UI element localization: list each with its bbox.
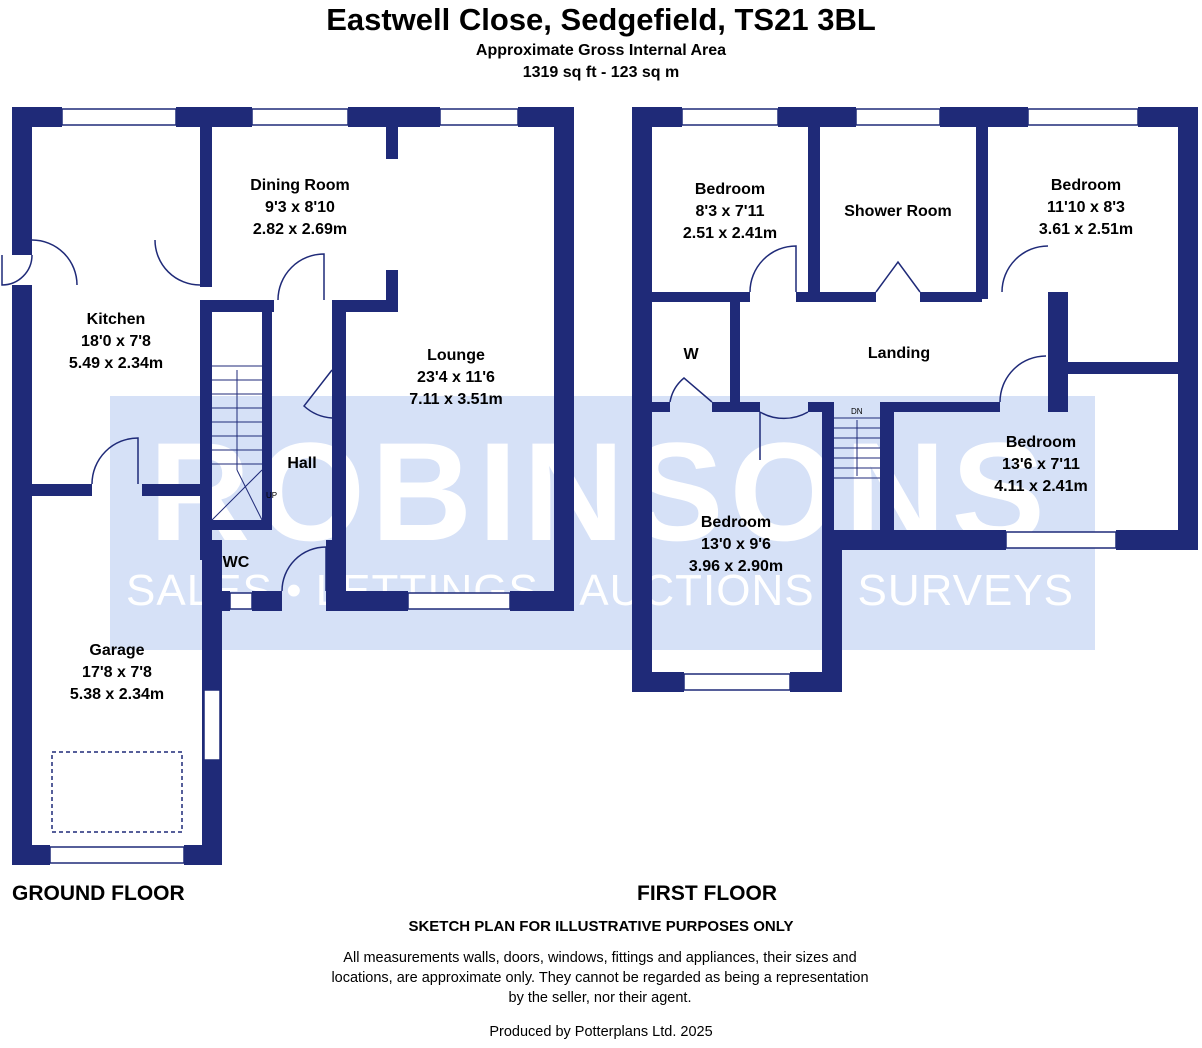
- first-stairs: [834, 417, 880, 479]
- svg-text:8'3 x 7'11: 8'3 x 7'11: [695, 203, 764, 220]
- stairs-up-label: UP: [266, 491, 277, 500]
- first-floor-doors: [669, 245, 1049, 460]
- produced-by: Produced by Potterplans Ltd. 2025: [489, 1024, 713, 1040]
- disclaimer-heading: SKETCH PLAN FOR ILLUSTRATIVE PURPOSES ON…: [408, 918, 794, 935]
- svg-text:5.38 x 2.34m: 5.38 x 2.34m: [70, 686, 164, 703]
- first-floor-label: FIRST FLOOR: [637, 882, 777, 905]
- ground-floor-doors: [1, 239, 333, 833]
- svg-text:13'6 x 7'11: 13'6 x 7'11: [1002, 456, 1080, 473]
- svg-text:3.61 x 2.51m: 3.61 x 2.51m: [1039, 221, 1133, 238]
- first-floor-rooms: Bedroom 8'3 x 7'11 2.51 x 2.41m Shower R…: [683, 177, 1133, 575]
- svg-text:WC: WC: [223, 554, 250, 571]
- ground-floor-windows: [49, 108, 519, 864]
- svg-text:4.11 x 2.41m: 4.11 x 2.41m: [994, 478, 1087, 495]
- area-subtitle: Approximate Gross Internal Area: [475, 42, 727, 59]
- room-bedroom-1: Bedroom 8'3 x 7'11 2.51 x 2.41m: [683, 181, 777, 242]
- room-bedroom-2: Bedroom 11'10 x 8'3 3.61 x 2.51m: [1039, 177, 1133, 238]
- svg-text:Landing: Landing: [868, 345, 930, 362]
- room-hall: Hall: [287, 455, 316, 472]
- svg-text:9'3 x 8'10: 9'3 x 8'10: [265, 199, 335, 216]
- svg-text:11'10 x 8'3: 11'10 x 8'3: [1047, 199, 1125, 216]
- svg-text:Bedroom: Bedroom: [701, 514, 771, 531]
- room-bedroom-3: Bedroom 13'6 x 7'11 4.11 x 2.41m: [994, 434, 1087, 495]
- svg-text:13'0 x 9'6: 13'0 x 9'6: [701, 536, 771, 553]
- svg-text:Shower Room: Shower Room: [844, 203, 952, 220]
- svg-text:2.51 x 2.41m: 2.51 x 2.41m: [683, 225, 777, 242]
- first-floor-walls: [632, 107, 1198, 692]
- room-wc: WC: [223, 554, 250, 571]
- area-value: 1319 sq ft - 123 sq m: [522, 64, 680, 81]
- svg-text:3.96 x 2.90m: 3.96 x 2.90m: [689, 558, 783, 575]
- svg-text:2.82 x 2.69m: 2.82 x 2.69m: [253, 221, 347, 238]
- watermark-tagline: SALES • LETTINGS • AUCTIONS • SURVEYS: [126, 566, 1074, 615]
- svg-text:W: W: [683, 346, 699, 363]
- ground-floor-label: GROUND FLOOR: [12, 882, 185, 905]
- stairs-down-label: DN: [851, 407, 863, 416]
- room-kitchen: Kitchen 18'0 x 7'8 5.49 x 2.34m: [69, 311, 163, 372]
- svg-text:Garage: Garage: [89, 642, 144, 659]
- svg-text:Lounge: Lounge: [427, 347, 485, 364]
- room-shower-room: Shower Room: [844, 203, 952, 220]
- room-garage: Garage 17'8 x 7'8 5.38 x 2.34m: [70, 642, 164, 703]
- svg-text:18'0 x 7'8: 18'0 x 7'8: [81, 333, 151, 350]
- first-floor-windows: [681, 108, 1139, 691]
- page-title: Eastwell Close, Sedgefield, TS21 3BL: [326, 2, 876, 37]
- svg-text:17'8 x 7'8: 17'8 x 7'8: [82, 664, 152, 681]
- ground-stairs: [211, 365, 263, 521]
- svg-text:7.11 x 3.51m: 7.11 x 3.51m: [409, 391, 502, 408]
- svg-text:5.49 x 2.34m: 5.49 x 2.34m: [69, 355, 163, 372]
- ground-floor-rooms: Dining Room 9'3 x 8'10 2.82 x 2.69m Kitc…: [69, 177, 503, 703]
- disclaimer-text: All measurements walls, doors, windows, …: [331, 950, 869, 1006]
- room-landing: Landing: [868, 345, 930, 362]
- svg-text:Bedroom: Bedroom: [1051, 177, 1121, 194]
- room-lounge: Lounge 23'4 x 11'6 7.11 x 3.51m: [409, 347, 502, 408]
- svg-text:Kitchen: Kitchen: [87, 311, 146, 328]
- room-bedroom-4: Bedroom 13'0 x 9'6 3.96 x 2.90m: [689, 514, 783, 575]
- svg-text:Bedroom: Bedroom: [1006, 434, 1076, 451]
- svg-text:Dining Room: Dining Room: [250, 177, 350, 194]
- room-w: W: [683, 346, 699, 363]
- svg-text:Bedroom: Bedroom: [695, 181, 765, 198]
- svg-text:Hall: Hall: [287, 455, 316, 472]
- svg-text:23'4 x 11'6: 23'4 x 11'6: [417, 369, 495, 386]
- ground-floor-walls: [12, 107, 574, 865]
- room-dining-room: Dining Room 9'3 x 8'10 2.82 x 2.69m: [250, 177, 350, 238]
